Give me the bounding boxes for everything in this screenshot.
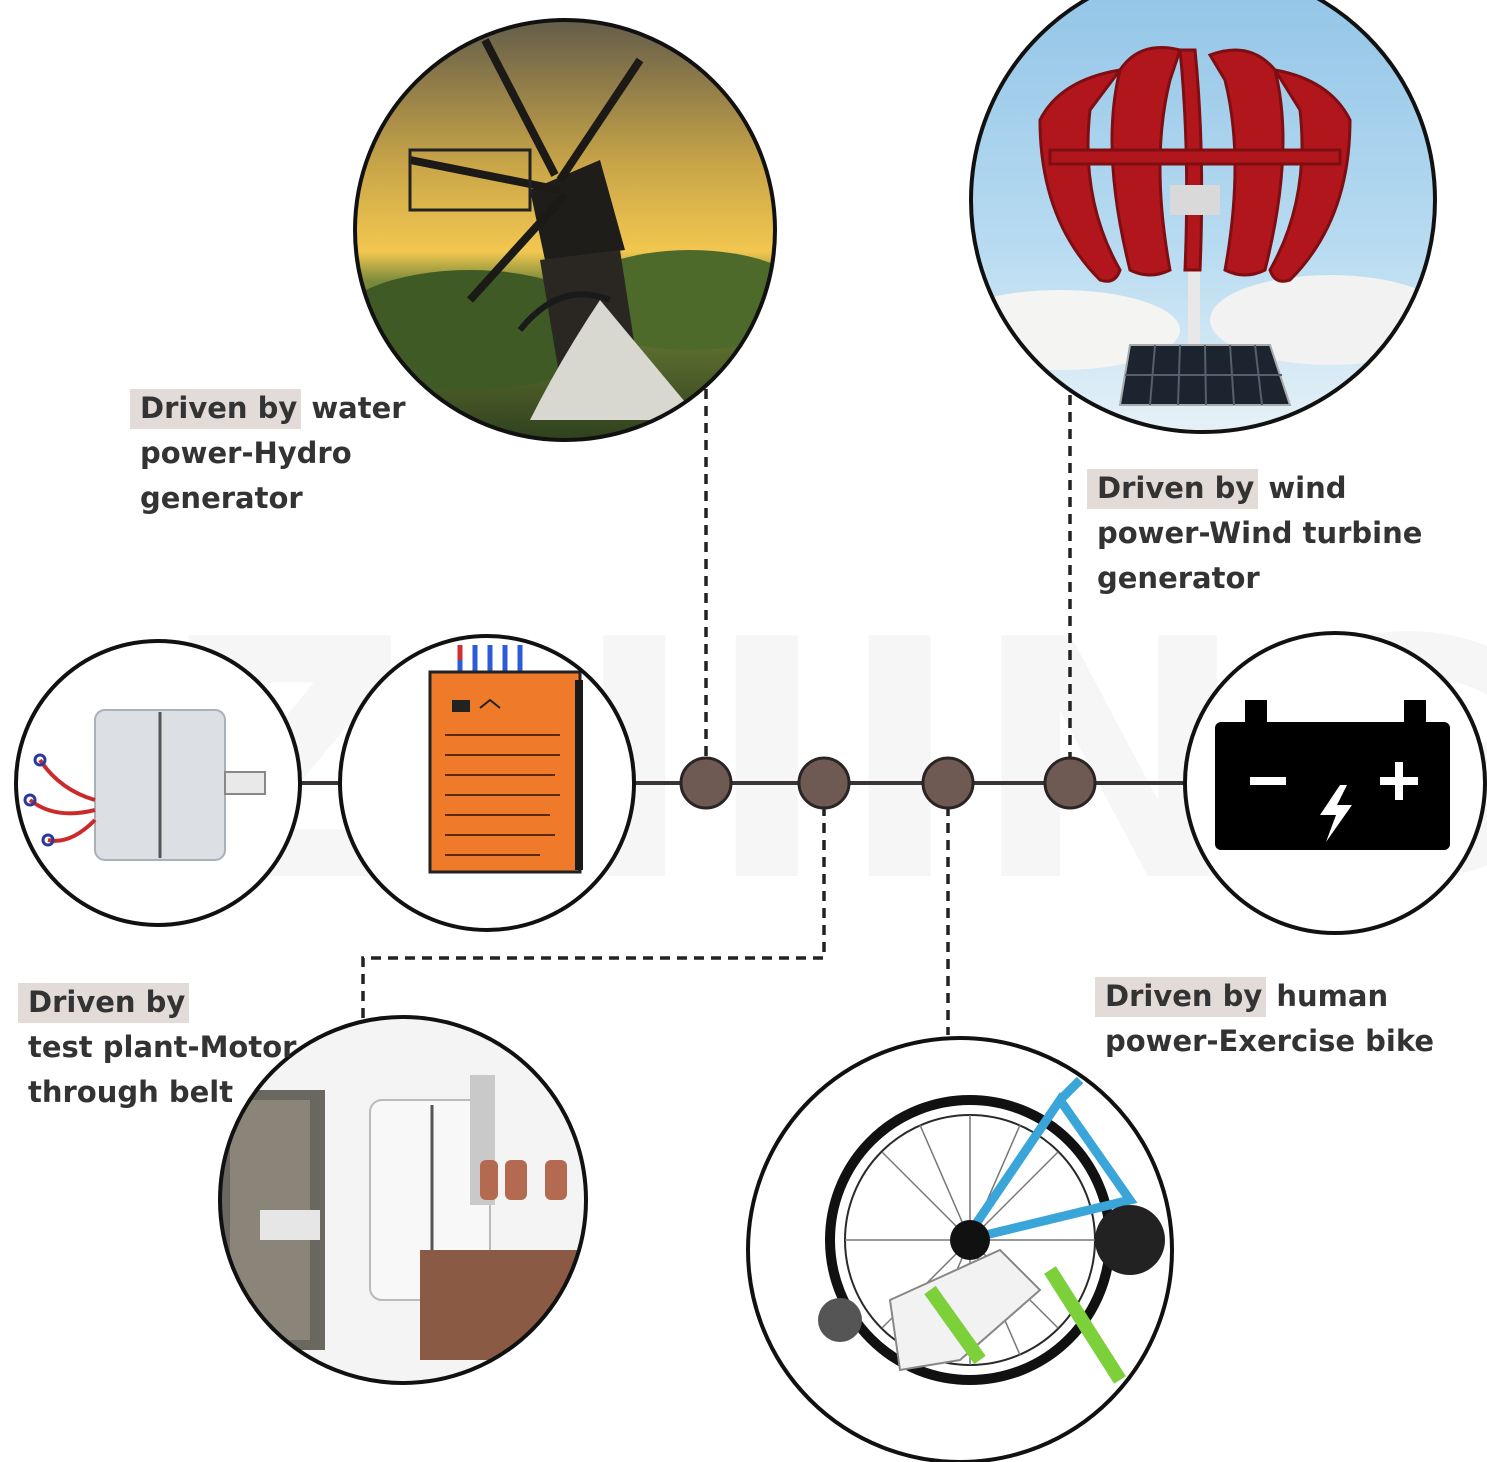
controller-icon — [428, 645, 583, 874]
label-highlight: Driven by — [1095, 977, 1267, 1017]
windmill-photo — [353, 18, 777, 442]
label-highlight: Driven by — [130, 389, 302, 429]
controller-photo — [338, 634, 636, 932]
windmill-icon — [355, 20, 775, 440]
junction-dot-4 — [1043, 756, 1097, 810]
junction-dot-3 — [921, 756, 975, 810]
junction-dot-1 — [679, 756, 733, 810]
exercise-bike-photo — [746, 1036, 1174, 1462]
label-highlight: Driven by — [18, 983, 190, 1023]
label-highlight: Driven by — [1087, 469, 1259, 509]
label-wind-power: Driven by wind power-Wind turbine genera… — [1087, 466, 1422, 601]
battery-node — [1183, 631, 1487, 935]
bike-icon — [818, 1076, 1165, 1385]
battery-icon — [1215, 700, 1450, 850]
junction-dot-2 — [797, 756, 851, 810]
wind-turbine-icon — [971, 0, 1435, 432]
generator-icon — [23, 709, 266, 861]
label-motor-test-plant: Driven by test plant-Motor through belt — [18, 980, 296, 1115]
label-water-power: Driven by water power-Hydro generator — [130, 386, 406, 521]
generator-photo — [14, 639, 302, 927]
wind-turbine-photo — [969, 0, 1437, 434]
connector-motor — [361, 806, 826, 1030]
junction-dots — [679, 756, 1097, 810]
label-human-power: Driven by human power-Exercise bike — [1095, 974, 1434, 1064]
dashed-connectors — [361, 372, 1072, 1035]
